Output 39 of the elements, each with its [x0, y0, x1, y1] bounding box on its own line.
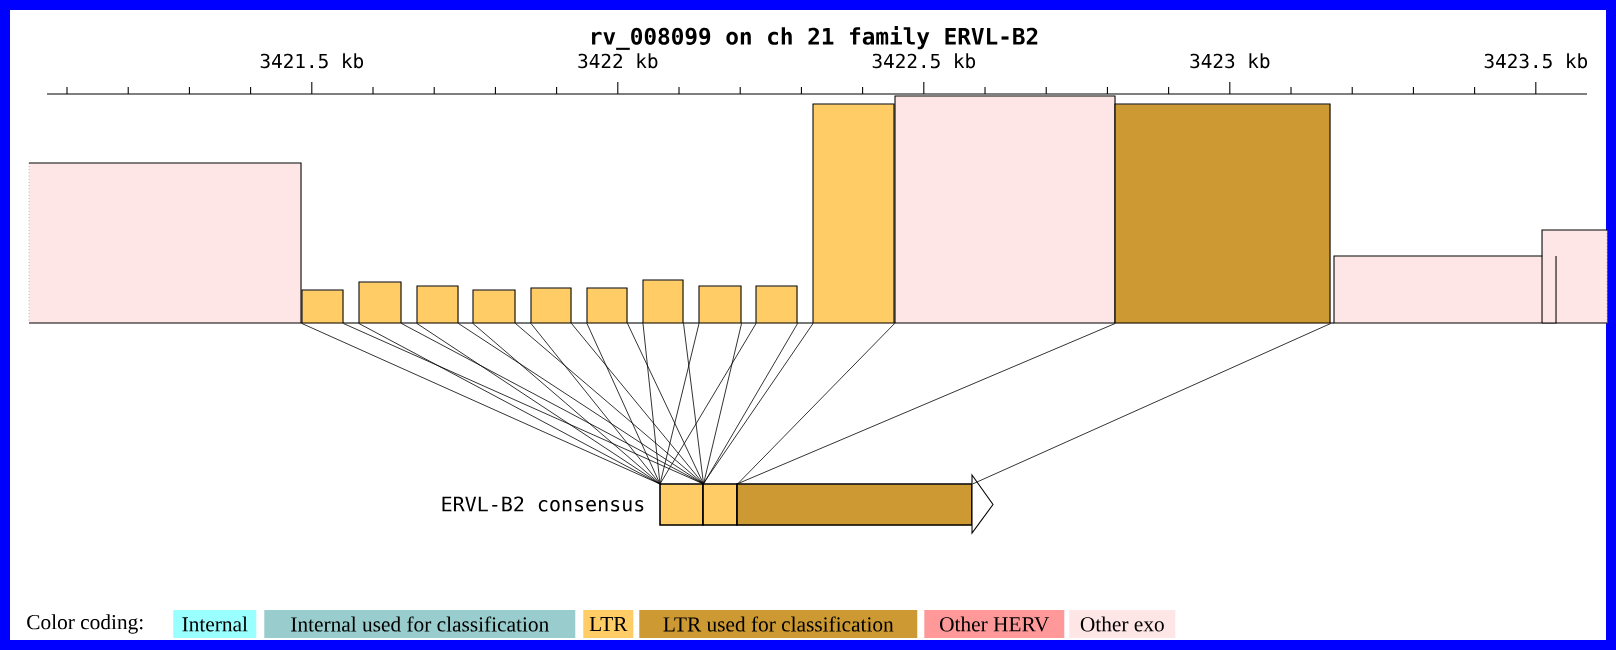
connector-line — [530, 323, 704, 485]
feature-box — [812, 103, 896, 324]
feature-box — [894, 95, 1116, 324]
feature-box — [472, 289, 532, 324]
legend-item: Internal used for classification — [264, 610, 576, 638]
feature-box — [642, 279, 700, 324]
legend-item: LTR used for classification — [639, 610, 918, 638]
connector-line — [659, 323, 742, 485]
connector-line — [702, 323, 895, 485]
legend-item: LTR — [583, 610, 634, 638]
legend-title: Color coding: — [27, 614, 143, 634]
connector-line — [736, 323, 1331, 485]
axis-label: 3421.5 kb — [260, 53, 364, 69]
title: rv_008099 on ch 21 family ERVL-B2 — [592, 26, 1038, 50]
feature-box — [358, 281, 418, 324]
axis-label: 3422 kb — [578, 53, 658, 69]
feature-box — [698, 285, 757, 324]
connector-line — [659, 323, 798, 485]
legend-item: Other exo — [1069, 610, 1176, 638]
legend-item: Internal — [173, 610, 257, 638]
feature-box — [755, 285, 814, 324]
connector-line — [472, 323, 704, 485]
feature-box — [659, 483, 704, 526]
feature-box — [586, 287, 644, 324]
legend-item: Other HERV — [924, 610, 1065, 638]
track-label: ERVL-B2 consensus — [442, 496, 644, 512]
feature-box — [1114, 103, 1335, 324]
connector-line — [416, 323, 704, 485]
feature-box — [1541, 229, 1608, 324]
connector-line — [642, 323, 704, 485]
feature-box — [702, 483, 738, 526]
axis-label: 3423.5 kb — [1484, 53, 1588, 69]
feature-box — [301, 289, 360, 324]
connector-line — [586, 323, 704, 485]
feature-box — [416, 285, 474, 324]
feature-box — [530, 287, 588, 324]
axis-label: 3423 kb — [1190, 53, 1270, 69]
feature-box — [28, 162, 303, 324]
axis-label: 3422.5 kb — [872, 53, 976, 69]
